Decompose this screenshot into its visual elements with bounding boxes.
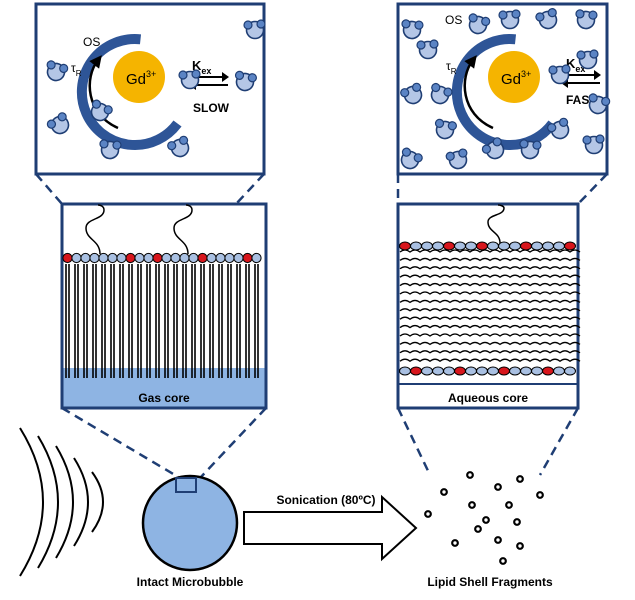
- water-molecule: [430, 82, 453, 105]
- water-molecule: [99, 139, 122, 160]
- os-label: OS: [83, 35, 100, 49]
- water-molecule: [46, 60, 69, 82]
- lipid-shell-fragments: [424, 471, 544, 565]
- lipid-shell-fragments-label: Lipid Shell Fragments: [427, 575, 553, 589]
- lipid-fragment: [513, 518, 521, 526]
- k-ex-label: Kex: [192, 58, 211, 76]
- lipid-fragment: [505, 501, 513, 509]
- water-molecule: [519, 139, 542, 160]
- tau-label: τR: [71, 61, 82, 78]
- is-label: IS: [152, 36, 163, 50]
- tau-rotation-arrow: [88, 55, 119, 130]
- water-molecule: [178, 69, 201, 90]
- lipid-fragment: [482, 516, 490, 524]
- water-molecule: [416, 39, 439, 60]
- core-label: Aqueous core: [448, 391, 528, 405]
- water-molecule: [400, 82, 423, 105]
- water-molecule: [498, 9, 521, 30]
- water-molecule: [400, 147, 423, 170]
- left-membrane-panel: Gas core: [60, 202, 268, 410]
- water-molecule: [588, 93, 611, 115]
- lipid-fragment: [536, 491, 544, 499]
- gd-ion: [113, 51, 165, 103]
- lipid-monolayer: [62, 252, 262, 378]
- right-membrane-panel: Aqueous core: [396, 202, 581, 410]
- process-arrow: [243, 494, 418, 562]
- lipid-fragment: [424, 510, 432, 518]
- lipid-fragment: [440, 488, 448, 496]
- water-molecule: [434, 118, 457, 140]
- process-label: Sonication (80ºC): [276, 493, 375, 507]
- right-zoom-panel: Gd3+ OS τR IS Kex FAST: [396, 2, 611, 176]
- lipid-fragment: [499, 557, 507, 565]
- inner-sphere-ring: [76, 34, 182, 150]
- os-label: OS: [445, 13, 462, 27]
- water-molecule: [576, 49, 599, 70]
- intact-microbubble-label: Intact Microbubble: [137, 575, 244, 589]
- intact-microbubble: [141, 474, 239, 572]
- tau-rotation-arrow: [463, 55, 494, 130]
- gd-ion: [488, 51, 540, 103]
- water-molecule: [481, 137, 505, 160]
- water-molecule: [401, 19, 424, 40]
- rate-label: SLOW: [193, 101, 230, 115]
- water-molecule: [468, 13, 491, 35]
- water-molecule: [535, 8, 558, 30]
- water-molecule: [575, 9, 598, 30]
- lipid-fragment: [516, 475, 524, 483]
- lipid-fragment: [468, 501, 476, 509]
- sound-waves: [19, 427, 104, 577]
- tau-label: τR: [446, 59, 457, 76]
- water-molecules: [400, 8, 611, 170]
- water-molecule: [167, 135, 190, 158]
- water-molecule: [548, 64, 571, 85]
- zoom-connector-lines: [35, 173, 608, 480]
- peg-chains: [85, 204, 193, 255]
- water-molecule: [90, 99, 113, 122]
- lipid-fragment: [474, 525, 482, 533]
- water-molecule: [547, 117, 570, 140]
- lipid-fragment: [466, 471, 474, 479]
- lipid-bilayer: [399, 241, 581, 376]
- water-molecules: [46, 19, 266, 160]
- water-molecule: [445, 148, 468, 170]
- gd-label: Gd3+: [501, 69, 531, 88]
- water-molecule: [582, 134, 605, 155]
- lipid-fragment: [494, 536, 502, 544]
- gd-label: Gd3+: [126, 69, 156, 88]
- is-label: IS: [524, 36, 535, 50]
- water-molecule: [46, 112, 70, 135]
- peg-chains: [487, 204, 505, 244]
- k-ex-label: Kex: [566, 56, 585, 74]
- water-molecule: [234, 70, 257, 92]
- core-label: Gas core: [138, 391, 190, 405]
- lipid-fragment: [516, 542, 524, 550]
- lipid-fragment: [494, 483, 502, 491]
- water-molecule: [243, 19, 266, 40]
- zoom-box: [175, 477, 197, 493]
- left-zoom-panel: Gd3+ OS τR IS Kex SLOW: [34, 2, 266, 176]
- lipid-fragment: [451, 539, 459, 547]
